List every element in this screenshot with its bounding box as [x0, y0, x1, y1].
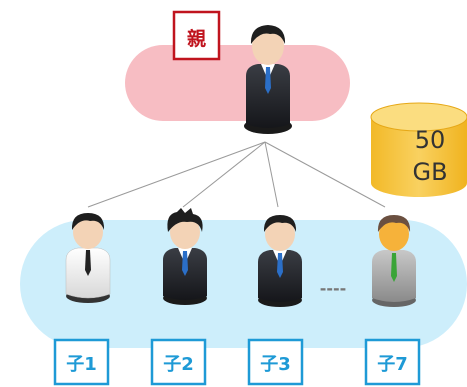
child-label-7: 子7 [364, 338, 421, 386]
child-3-person-icon [258, 215, 302, 307]
storage-unit: GB [412, 158, 447, 186]
child-7-person-icon [372, 215, 416, 307]
child-2-person-icon [163, 208, 207, 305]
parent-person-icon [244, 25, 292, 134]
child-label-3: 子3 [247, 338, 304, 386]
svg-text:子1: 子1 [66, 354, 97, 375]
connector-lines [87, 141, 386, 208]
svg-text:子2: 子2 [163, 354, 194, 375]
svg-text:子3: 子3 [260, 354, 291, 375]
ellipsis-dashes: ---- [320, 279, 347, 298]
storage-value: 50 [415, 126, 446, 154]
children-band [20, 220, 467, 348]
child-1-person-icon [65, 213, 111, 303]
child-label-1: 子1 [53, 338, 110, 386]
storage-db-icon: 50 GB [370, 102, 467, 197]
svg-text:子7: 子7 [377, 354, 408, 375]
parent-band [125, 45, 350, 121]
parent-label: 親 [172, 10, 221, 61]
svg-text:親: 親 [187, 27, 206, 50]
child-label-2: 子2 [150, 338, 207, 386]
